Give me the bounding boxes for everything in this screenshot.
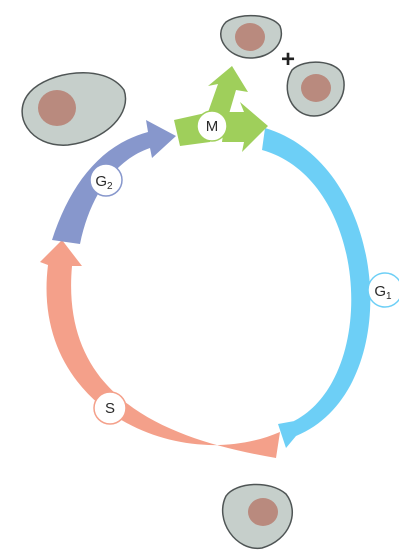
label-g2-circle	[89, 163, 123, 197]
cell-nucleus	[38, 90, 76, 126]
m-phase-arrows	[174, 66, 268, 152]
label-g2-sub: 2	[107, 181, 113, 192]
label-m-circle	[196, 110, 228, 142]
cell-nucleus	[235, 23, 265, 51]
label-g2-main: G	[95, 173, 107, 190]
label-s: S	[93, 391, 127, 425]
label-g1-circle	[367, 272, 399, 308]
label-m-text: M	[206, 118, 219, 135]
cell-g1-bottom	[221, 483, 294, 549]
m-right-arrow	[222, 102, 268, 152]
plus-sign: +	[281, 46, 295, 73]
m-up-arrow	[206, 66, 248, 124]
cell-nucleus	[301, 74, 331, 102]
label-m: M	[196, 110, 228, 142]
label-g1-sub: 1	[386, 291, 392, 302]
s-phase-arrow	[40, 240, 280, 458]
cell-daughter-right	[286, 61, 345, 117]
cell-nucleus	[248, 498, 278, 526]
label-s-circle	[93, 391, 127, 425]
label-g1-main: G	[374, 283, 386, 300]
label-g1: G1	[367, 272, 399, 308]
label-g1-text: G1	[374, 283, 392, 302]
g1-phase-arrow	[262, 128, 371, 448]
label-g2-text: G2	[95, 173, 113, 192]
cell-g2-large	[21, 71, 127, 146]
cell-daughter-top	[220, 14, 283, 59]
label-s-text: S	[105, 400, 115, 417]
label-g2: G2	[89, 163, 123, 197]
g2-phase-arrow	[52, 120, 176, 244]
